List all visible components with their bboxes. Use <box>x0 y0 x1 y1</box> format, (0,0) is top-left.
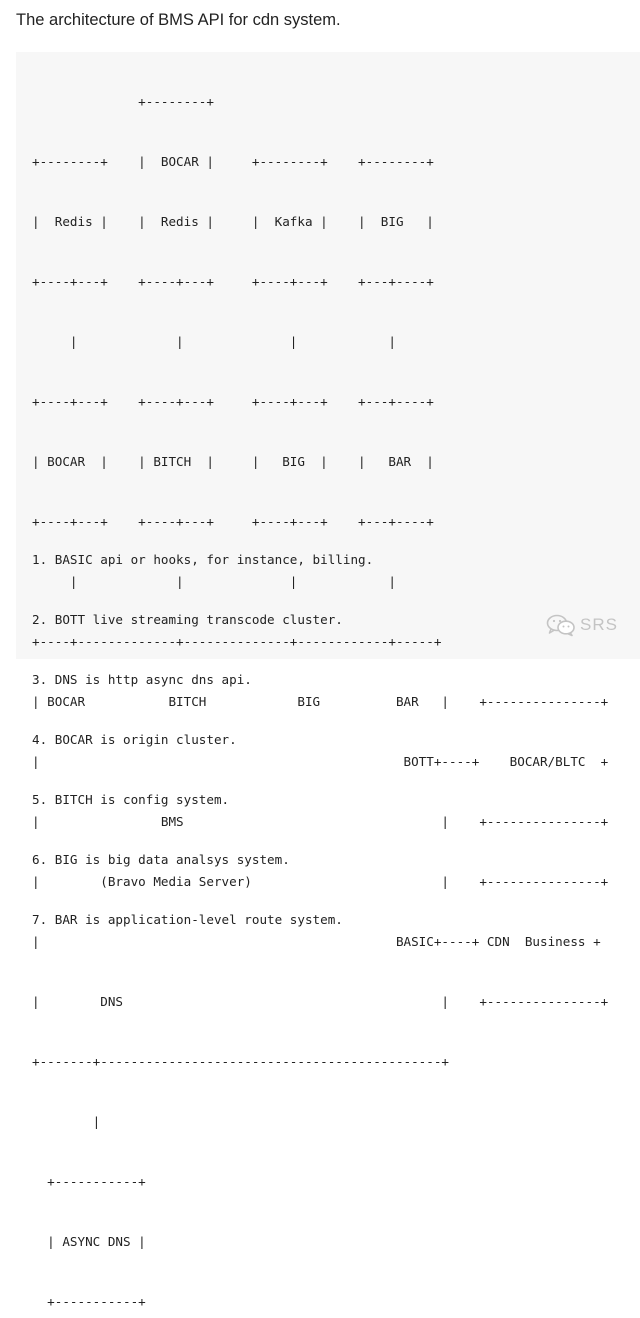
notes-list: 1. BASIC api or hooks, for instance, bil… <box>32 510 373 970</box>
diagram-line: +-----------+ <box>32 1174 146 1189</box>
diagram-line: +-------+-------------------------------… <box>32 1054 450 1069</box>
note-item: 7. BAR is application-level route system… <box>32 912 343 927</box>
diagram-line: | BOCAR | | BITCH | | BIG | | BAR | <box>32 454 434 469</box>
diagram-line: +--------+ <box>32 94 214 109</box>
diagram-line: | DNS | +---------------+ <box>32 994 609 1009</box>
code-block: +--------+ +--------+ | BOCAR | +-------… <box>16 52 640 1309</box>
diagram-line: | <box>32 1114 101 1129</box>
note-item: 1. BASIC api or hooks, for instance, bil… <box>32 552 374 567</box>
note-item: 4. BOCAR is origin cluster. <box>32 732 237 747</box>
diagram-line: +-----------+ <box>32 1294 146 1309</box>
diagram-line: +----+-------------+--------------+-----… <box>32 634 442 649</box>
watermark-text: SRS <box>580 615 618 634</box>
diagram-line: +----+---+ +----+---+ +----+---+ +---+--… <box>32 274 434 289</box>
wechat-icon <box>546 614 575 637</box>
diagram-line: | | | | <box>32 574 396 589</box>
watermark: SRS <box>546 613 618 637</box>
note-item: 5. BITCH is config system. <box>32 792 230 807</box>
page-title: The architecture of BMS API for cdn syst… <box>16 11 341 29</box>
note-item: 6. BIG is big data analsys system. <box>32 852 290 867</box>
diagram-line: +----+---+ +----+---+ +----+---+ +---+--… <box>32 394 434 409</box>
diagram-line: | | | | <box>32 334 396 349</box>
note-item: 3. DNS is http async dns api. <box>32 672 252 687</box>
diagram-line: +----+---+ +----+---+ +----+---+ +---+--… <box>32 514 434 529</box>
diagram-line: | ASYNC DNS | <box>32 1234 146 1249</box>
note-item: 2. BOTT live streaming transcode cluster… <box>32 612 343 627</box>
diagram-line: +--------+ | BOCAR | +--------+ +-------… <box>32 154 434 169</box>
diagram-line: | Redis | | Redis | | Kafka | | BIG | <box>32 214 434 229</box>
